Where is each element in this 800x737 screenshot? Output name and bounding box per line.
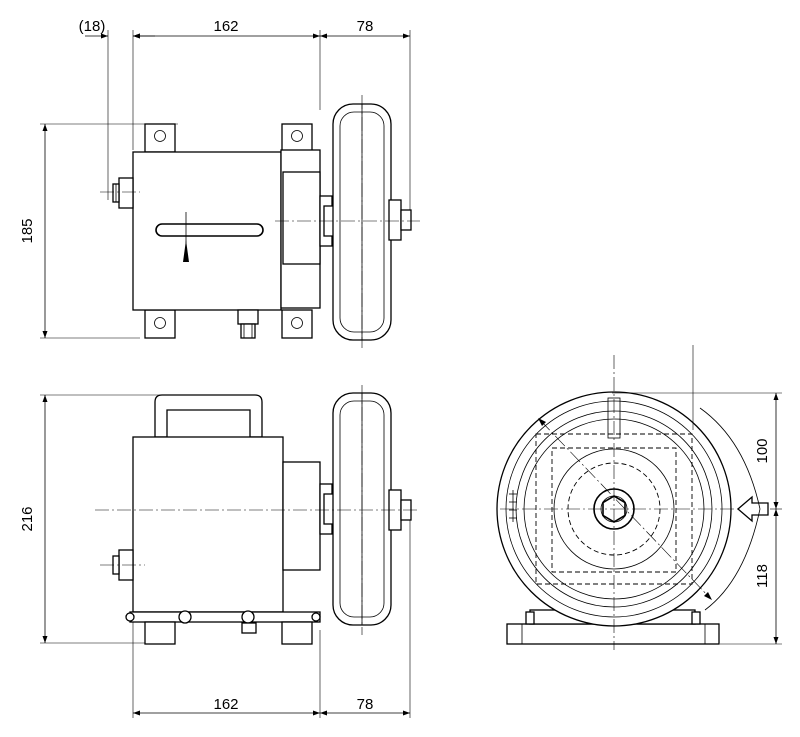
side-dim-wheel-width: 78 <box>320 696 410 716</box>
side-dim-height-label: 216 <box>19 506 36 531</box>
front-dim-lower: 118 <box>754 509 779 644</box>
top-view: (18) 162 78 185 <box>19 18 420 348</box>
side-dim-height: 216 <box>19 395 48 643</box>
indicator-slot <box>155 223 264 237</box>
force-arrow <box>737 495 769 523</box>
top-dim-wheel-width: 78 <box>320 18 410 39</box>
top-dim-offset-label: (18) <box>79 18 106 35</box>
housing-top <box>132 151 282 311</box>
top-dim-wheel-width-label: 78 <box>357 18 374 35</box>
front-dim-upper: 100 <box>754 393 779 509</box>
front-view: 100 118 <box>496 345 782 650</box>
side-dim-body-width: 162 <box>133 696 320 716</box>
housing-side <box>132 436 284 613</box>
top-dim-body-width: 162 <box>133 18 320 39</box>
carry-handle <box>154 394 263 438</box>
side-knob-top <box>112 177 134 209</box>
axle-nut-top <box>388 199 412 241</box>
base-plate-side <box>129 611 321 623</box>
top-dim-body-width-label: 162 <box>213 18 238 35</box>
side-dim-body-width-label: 162 <box>213 696 238 713</box>
mounting-feet <box>144 123 313 339</box>
top-dim-height: 185 <box>19 124 48 338</box>
bottom-fitting <box>237 309 259 339</box>
front-dim-upper-label: 100 <box>754 438 771 463</box>
top-dim-height-label: 185 <box>19 218 36 243</box>
side-view: 216 162 78 <box>19 385 420 718</box>
pointer-arrow <box>183 212 189 262</box>
side-glyph-marks <box>509 490 517 522</box>
side-dim-wheel-width-label: 78 <box>357 696 374 713</box>
top-dim-offset: (18) <box>79 18 155 39</box>
front-dim-lower-label: 118 <box>754 564 771 588</box>
